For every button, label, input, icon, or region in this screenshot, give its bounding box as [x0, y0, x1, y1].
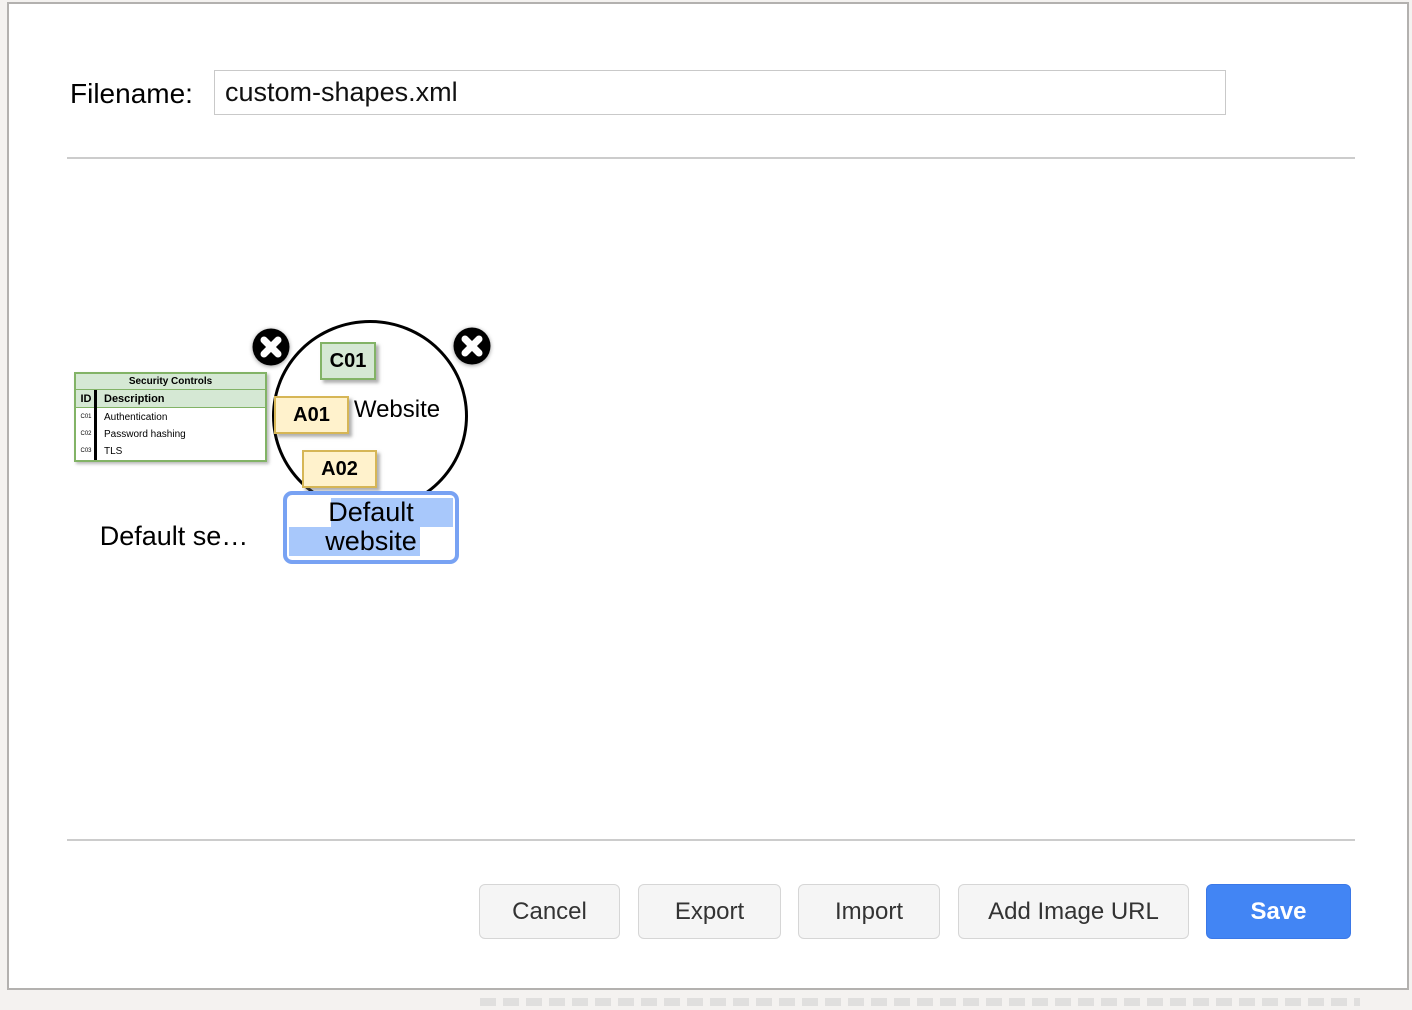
table-title: Security Controls — [76, 374, 265, 390]
label-line-2: website — [325, 526, 417, 556]
add-image-url-button[interactable]: Add Image URL — [958, 884, 1189, 939]
row-id: C03 — [80, 448, 92, 454]
delete-shape-icon[interactable] — [452, 326, 492, 366]
table-col-description: Description — [104, 392, 165, 405]
table-col-id: ID — [80, 392, 92, 405]
export-button[interactable]: Export — [638, 884, 781, 939]
text-selection-highlight — [331, 498, 453, 527]
delete-shape-icon[interactable] — [251, 327, 291, 367]
row-id: C02 — [80, 431, 92, 437]
table-header-row: ID Description — [76, 390, 265, 408]
node-a02: A02 — [302, 450, 377, 488]
row-id: C01 — [80, 414, 92, 420]
label-line-1: Default — [328, 497, 414, 527]
background-artifacts — [480, 998, 1360, 1006]
table-row: C01 Authentication — [76, 409, 265, 425]
row-description: Password hashing — [104, 428, 186, 440]
table-column-divider — [94, 390, 97, 460]
node-c01: C01 — [320, 342, 376, 380]
filename-input[interactable] — [214, 70, 1226, 115]
shape-label-truncated[interactable]: Default se… — [99, 521, 249, 551]
divider-bottom — [67, 839, 1355, 841]
table-row: C03 TLS — [76, 443, 265, 459]
divider-top — [67, 157, 1355, 159]
row-description: TLS — [104, 445, 123, 457]
save-button[interactable]: Save — [1206, 884, 1351, 939]
shape-preview-area: Security Controls ID Description C01 Aut… — [9, 159, 1407, 837]
table-row: C02 Password hashing — [76, 426, 265, 442]
text-selection-highlight — [289, 527, 420, 556]
website-node-label: Website — [353, 396, 441, 423]
shape-label-editor[interactable]: Default website — [283, 491, 459, 564]
edit-shapes-dialog: Filename: Security Controls ID Descripti… — [7, 2, 1409, 990]
row-description: Authentication — [104, 411, 168, 423]
import-button[interactable]: Import — [798, 884, 940, 939]
filename-label: Filename: — [70, 78, 193, 109]
node-a01: A01 — [274, 396, 349, 434]
cancel-button[interactable]: Cancel — [479, 884, 620, 939]
shape-thumbnail-security-controls[interactable]: Security Controls ID Description C01 Aut… — [74, 372, 267, 462]
